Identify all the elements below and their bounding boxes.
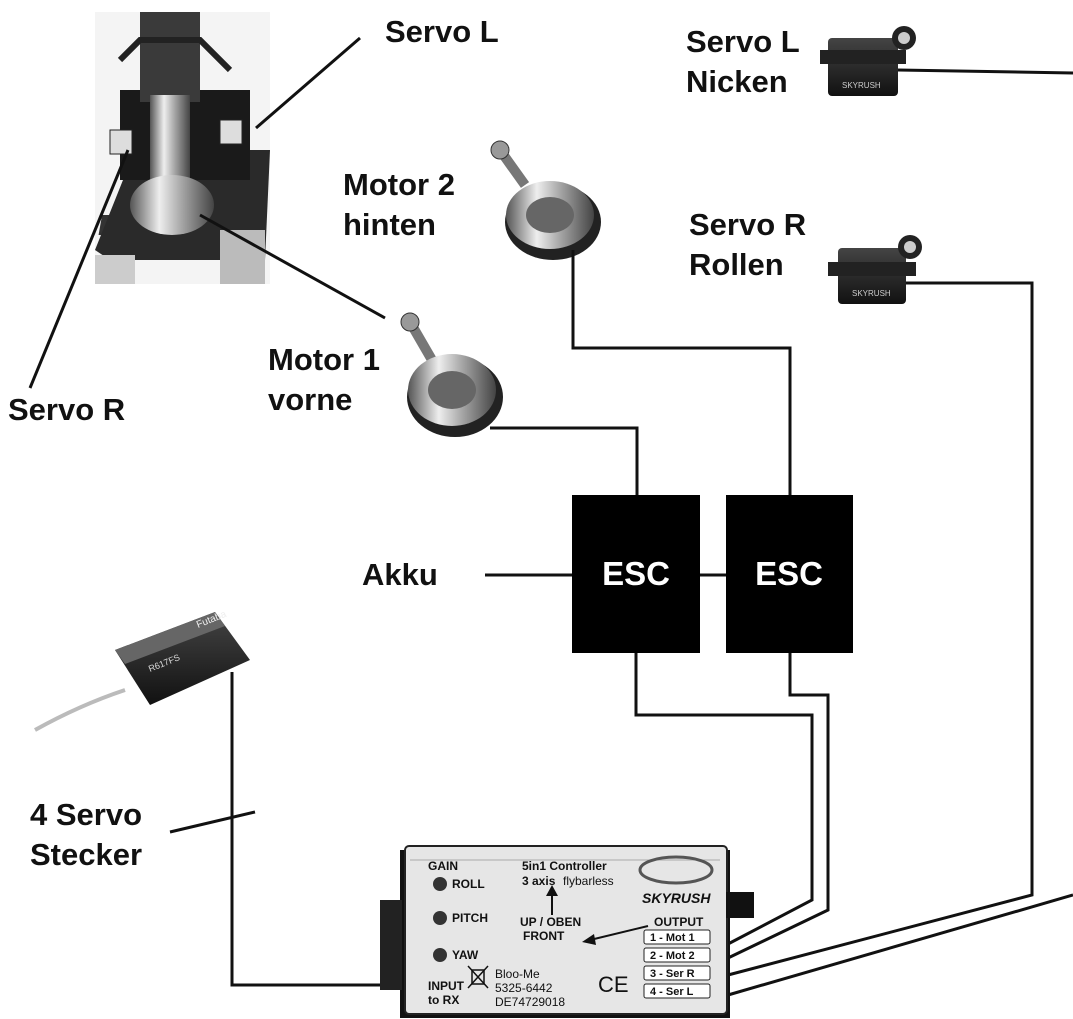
motor1-wire — [490, 426, 639, 495]
controller-axis-rest: flybarless — [563, 874, 614, 888]
direction-front: FRONT — [523, 929, 565, 943]
motor1-pointer — [199, 213, 386, 320]
servo-r-pointer — [28, 149, 130, 389]
output-header: OUTPUT — [654, 915, 704, 929]
servo-l-pointer — [255, 36, 361, 130]
yaw-label: YAW — [452, 948, 479, 962]
esc-2: ESC — [726, 495, 853, 653]
up-arrow-icon — [546, 885, 558, 896]
esc-1: ESC — [572, 495, 700, 653]
servo-l-nicken-label-line2: Nicken — [686, 64, 788, 99]
motor2-label-line1: Motor 2 — [343, 167, 455, 202]
servo-r-rollen-label-line1: Servo R — [689, 207, 806, 242]
servo-r-rollen-label-line2: Rollen — [689, 247, 784, 282]
servo-rollen-photo: SKYRUSH — [828, 235, 922, 304]
servo-nicken-wire — [897, 68, 1073, 75]
output-2: 2 - Mot 2 — [650, 950, 695, 962]
controller-axis-bold: 3 axis — [522, 874, 556, 888]
servo-l-nicken-label-line1: Servo L — [686, 24, 800, 59]
roll-label: ROLL — [452, 877, 485, 891]
input-label-line2: to RX — [428, 993, 459, 1007]
motor2-label-line2: hinten — [343, 207, 436, 242]
servo-nicken-photo: SKYRUSH — [820, 26, 916, 96]
pitch-label: PITCH — [452, 911, 488, 925]
pitch-knob[interactable] — [433, 911, 447, 925]
esc1-output-wire — [634, 653, 814, 946]
motor1-photo — [400, 312, 503, 437]
output-3: 3 - Ser R — [650, 968, 695, 980]
direction-up: UP / OBEN — [520, 915, 581, 929]
yaw-knob[interactable] — [433, 948, 447, 962]
skyrush-logo: SKYRUSH — [638, 855, 714, 906]
vendor-line3: DE74729018 — [495, 995, 565, 1009]
output-1: 1 - Mot 1 — [650, 932, 695, 944]
controller: GAIN ROLL PITCH YAW 5in1 Controller 3 ax… — [380, 845, 754, 1018]
servo-nicken-return-wire — [727, 893, 1073, 997]
motor1-label-line1: Motor 1 — [268, 342, 380, 377]
esc-2-label: ESC — [755, 555, 823, 592]
weee-bin-icon — [467, 965, 489, 989]
esc-1-label: ESC — [602, 555, 670, 592]
vendor-line1: Bloo-Me — [495, 967, 540, 981]
controller-brand: SKYRUSH — [642, 890, 711, 906]
front-arrow-icon — [582, 934, 596, 945]
servo-r-label: Servo R — [8, 392, 125, 427]
controller-title: 5in1 Controller — [522, 859, 607, 873]
ce-mark: CE — [598, 972, 629, 997]
input-label-line1: INPUT — [428, 979, 465, 993]
output-connector — [726, 892, 754, 918]
motor2-wire — [571, 250, 792, 495]
four-servo-pointer — [169, 810, 256, 834]
servo-nicken-brand: SKYRUSH — [842, 81, 881, 90]
helicopter-photo — [95, 12, 270, 284]
four-servo-label-line2: Stecker — [30, 837, 142, 872]
servo-l-label: Servo L — [385, 14, 499, 49]
motor1-label-line2: vorne — [268, 382, 352, 417]
output-4: 4 - Ser L — [650, 986, 694, 998]
controller-gain: GAIN — [428, 859, 458, 873]
receiver-wire — [230, 672, 400, 987]
akku-label: Akku — [362, 557, 438, 592]
servo-rollen-wire — [727, 281, 1034, 977]
input-connector — [380, 900, 402, 990]
roll-knob[interactable] — [433, 877, 447, 891]
four-servo-label-line1: 4 Servo — [30, 797, 142, 832]
receiver-photo: Futaba R617FS — [34, 609, 250, 732]
vendor-line2: 5325-6442 — [495, 981, 553, 995]
servo-rollen-brand: SKYRUSH — [852, 289, 891, 298]
esc2-output-wire — [727, 653, 830, 960]
motor2-photo — [490, 140, 601, 260]
